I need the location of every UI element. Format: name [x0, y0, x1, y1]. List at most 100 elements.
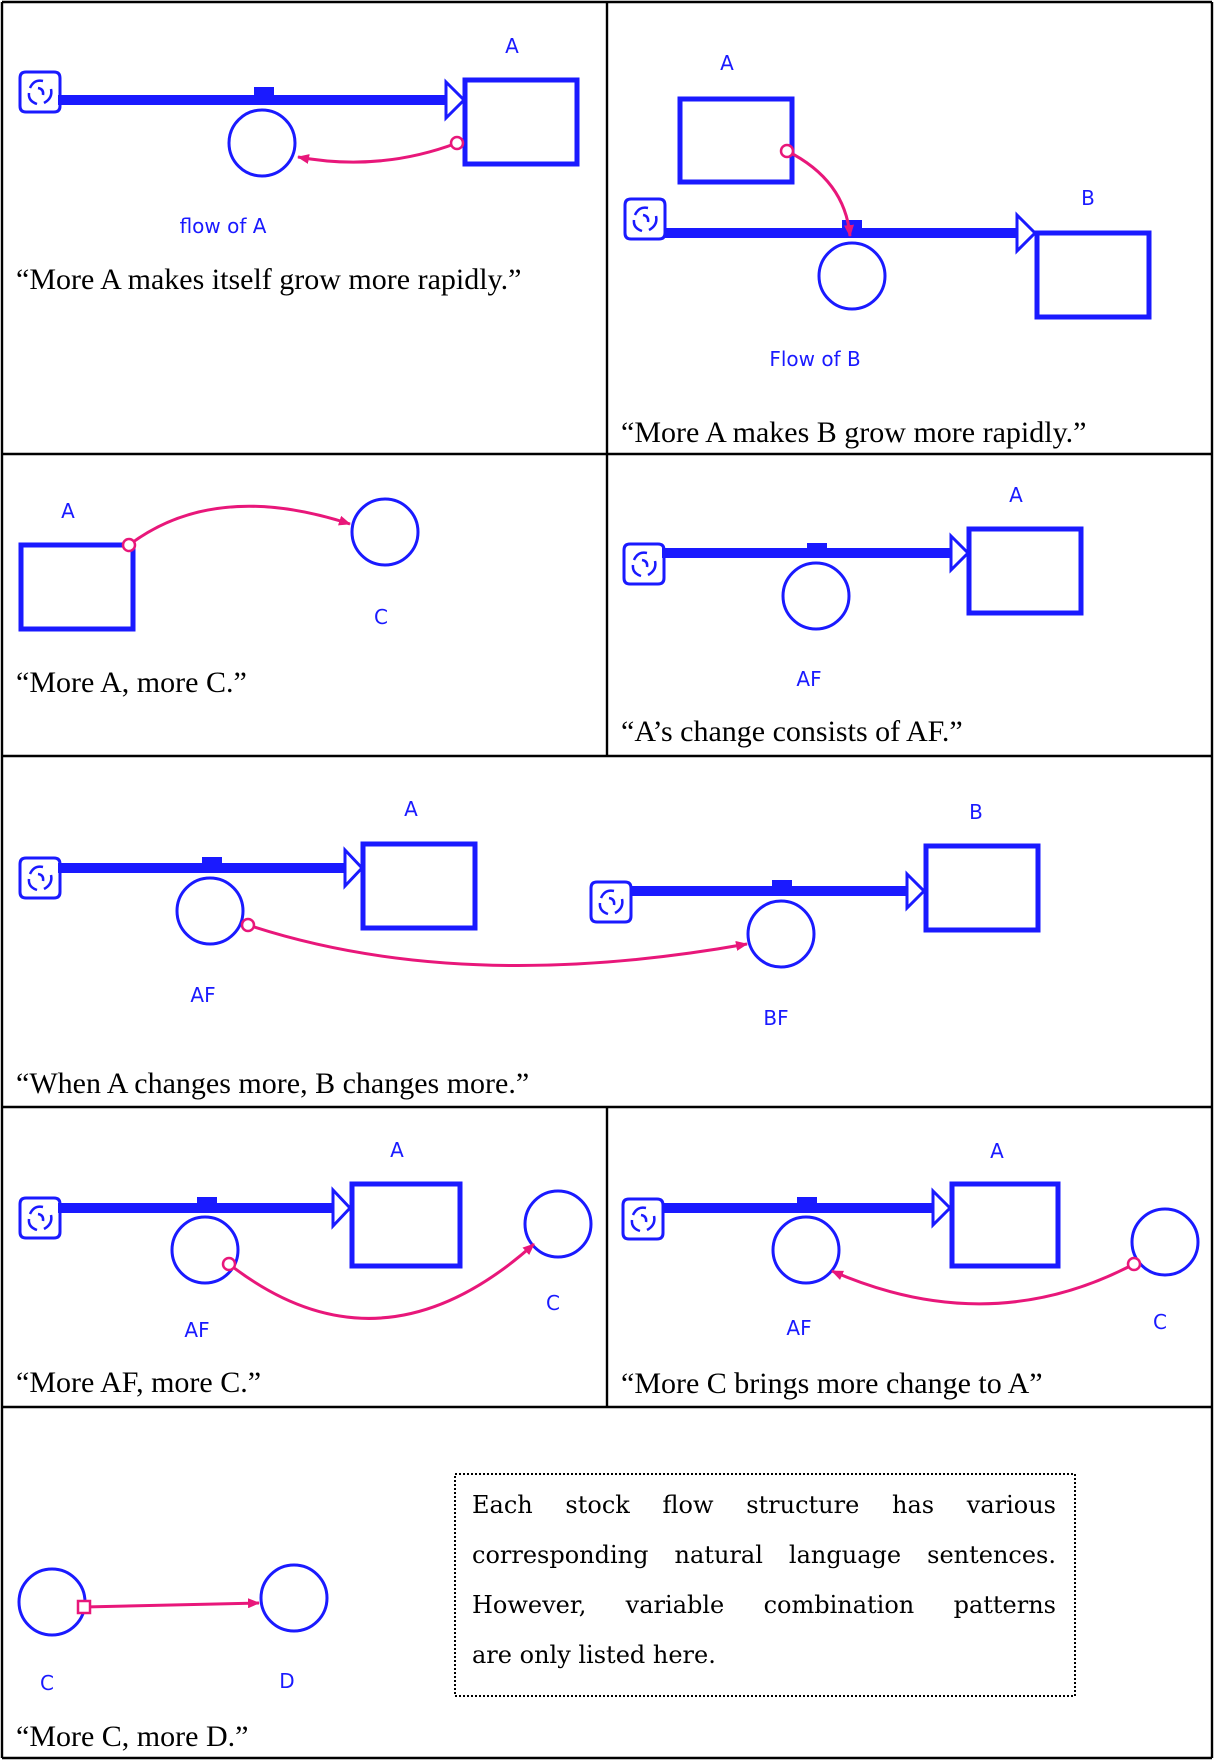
flow-label: AF — [184, 1318, 209, 1342]
caption: “More A, more C.” — [16, 666, 247, 699]
link-arrow — [128, 504, 351, 547]
flow-variable-circle — [227, 108, 297, 178]
stock-b-label: B — [969, 800, 983, 824]
panel-7: A AF C “More C brings more change to A” — [621, 1139, 1200, 1400]
flow-label: Flow of B — [769, 347, 860, 371]
source-cloud-icon — [621, 1197, 665, 1241]
flow-valve — [254, 87, 274, 101]
flow-variable-circle — [781, 561, 851, 631]
flow-valve — [797, 1197, 817, 1211]
source-cloud-icon-a — [18, 856, 62, 900]
link-arrow — [228, 1242, 536, 1320]
caption: “More C brings more change to A” — [621, 1367, 1043, 1400]
caption: “More A makes B grow more rapidly.” — [621, 416, 1086, 449]
flow-a-valve — [202, 857, 222, 871]
flow-b-variable-circle — [746, 899, 816, 969]
note-line: Each stock flow structure has various — [472, 1491, 1056, 1519]
stock-label: A — [61, 499, 75, 523]
flow-valve — [197, 1197, 217, 1211]
flow-a-variable-circle — [175, 876, 245, 946]
source-cloud-icon — [623, 197, 667, 241]
flow-label: AF — [786, 1316, 811, 1340]
aux-c-variable-circle — [17, 1567, 87, 1637]
link-arrow — [831, 1262, 1135, 1306]
caption: “A’s change consists of AF.” — [621, 715, 963, 748]
flow-b-label: BF — [763, 1006, 788, 1030]
flow-b-valve — [772, 880, 792, 894]
note-line: are only listed here. — [472, 1641, 716, 1669]
stock-label: A — [990, 1139, 1004, 1163]
stock-label: A — [390, 1138, 404, 1162]
flow-variable-circle — [771, 1215, 841, 1285]
stock-box — [949, 1181, 1061, 1269]
stock-box — [462, 77, 580, 167]
flow-variable-circle — [817, 241, 887, 311]
flow-arrowhead — [949, 532, 971, 574]
flow-b-arrowhead — [905, 870, 927, 912]
stock-a-label: A — [404, 797, 418, 821]
panel-6: A AF C “More AF, more C.” — [16, 1138, 593, 1399]
aux-d-variable-circle — [259, 1563, 329, 1633]
note-text: Each stock flow structure has various cor… — [472, 1491, 1056, 1669]
flow-variable-circle — [170, 1215, 240, 1285]
flow-arrowhead — [1015, 211, 1038, 255]
stock-b-box — [923, 843, 1041, 933]
stock-label: A — [1009, 483, 1023, 507]
flow-valve — [842, 220, 862, 234]
aux-label: C — [374, 605, 388, 629]
panel-1: A flow of A “More A makes itself grow mo… — [16, 34, 580, 296]
stock-label: A — [505, 34, 519, 58]
flow-a-arrowhead — [343, 846, 365, 890]
link-arrow — [83, 1598, 260, 1609]
note-line: corresponding natural language sentences… — [472, 1541, 1056, 1569]
stock-a-label: A — [720, 51, 734, 75]
aux-variable-circle — [523, 1189, 593, 1259]
flow-valve — [807, 543, 827, 557]
flow-label: flow of A — [180, 214, 267, 238]
aux-variable-circle — [350, 497, 420, 567]
link-origin — [779, 143, 795, 159]
caption: “More AF, more C.” — [16, 1366, 261, 1399]
link-arrow — [297, 141, 458, 164]
stock-b-label: B — [1081, 186, 1095, 210]
aux-label: C — [1153, 1310, 1167, 1334]
panel-5: A B AF BF “When A changes more, B change… — [16, 797, 1041, 1100]
stock-box — [349, 1181, 463, 1269]
panel-4: A AF “A’s change consists of AF.” — [621, 483, 1084, 748]
aux-label: C — [546, 1291, 560, 1315]
source-cloud-icon — [18, 1196, 62, 1240]
stock-b-box — [1034, 230, 1152, 320]
link-origin — [240, 917, 256, 933]
flow-arrowhead — [931, 1187, 953, 1229]
flow-label: AF — [796, 667, 821, 691]
link-origin — [221, 1256, 237, 1272]
panel-2: A B Flow of B “More A makes B grow more … — [621, 51, 1152, 449]
caption: “More C, more D.” — [16, 1720, 248, 1753]
aux-variable-circle — [1130, 1207, 1200, 1277]
link-arrow — [247, 923, 748, 967]
aux-c-label: C — [40, 1671, 54, 1695]
flow-a-label: AF — [190, 983, 215, 1007]
link-origin — [1126, 1256, 1142, 1272]
source-cloud-icon — [622, 542, 666, 586]
stock-box — [966, 526, 1084, 616]
stock-a-box — [677, 96, 795, 185]
caption: “More A makes itself grow more rapidly.” — [16, 263, 521, 296]
aux-d-label: D — [279, 1669, 294, 1693]
panel-3: A C “More A, more C.” — [16, 497, 420, 699]
caption: “When A changes more, B changes more.” — [16, 1067, 529, 1100]
link-origin — [121, 537, 137, 553]
flow-arrowhead — [444, 78, 467, 122]
link-origin — [449, 135, 465, 151]
source-cloud-icon — [18, 70, 62, 114]
stock-box — [18, 542, 136, 632]
note-box — [454, 1473, 1076, 1697]
link-origin — [76, 1599, 92, 1615]
flow-arrowhead — [331, 1186, 353, 1230]
source-cloud-icon-b — [589, 880, 633, 924]
link-arrow — [786, 149, 854, 237]
stock-a-box — [360, 841, 478, 931]
panel-8: C D “More C, more D.” Each stock flow st… — [16, 1473, 1076, 1753]
